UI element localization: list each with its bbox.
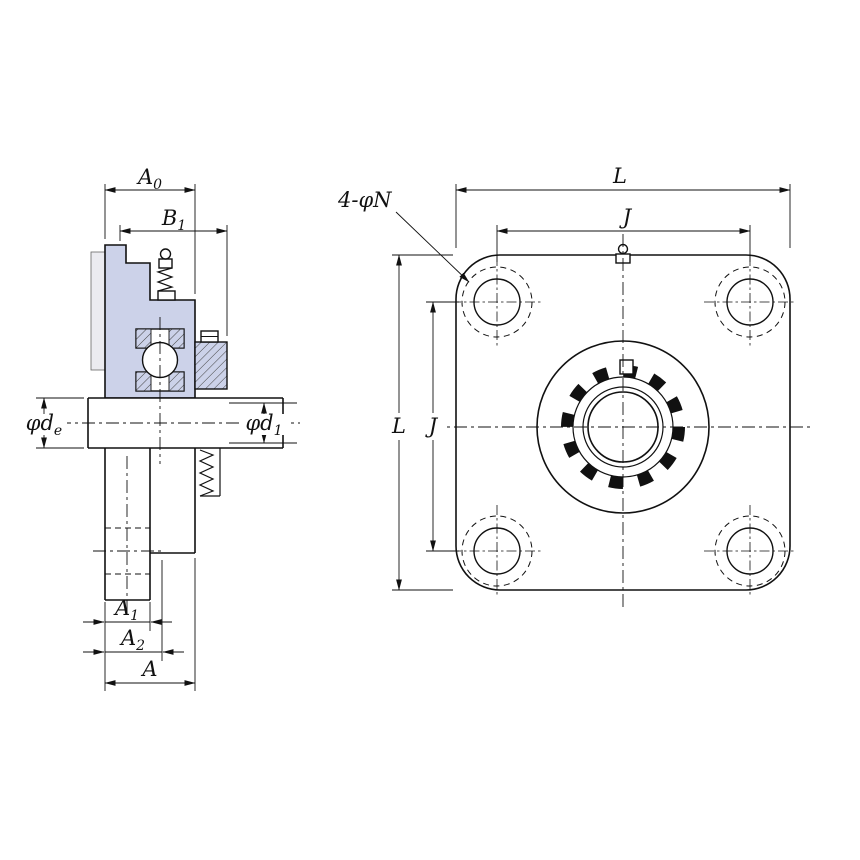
dim-label-j-top: J — [619, 205, 633, 229]
dim-label-a1: A1 — [113, 596, 139, 624]
collar-knurl — [198, 448, 221, 497]
bolt-hole — [451, 505, 543, 597]
bolt-note-leader — [395, 211, 470, 283]
dim-label-de: φde — [26, 411, 62, 439]
bolt-note-label: 4-φN — [337, 188, 392, 212]
dim-label-l-top: L — [612, 164, 627, 188]
side-section-view: A0 B1 φde φd1 A1 — [21, 165, 300, 691]
dim-label-j-side: J — [425, 414, 439, 438]
bolt-hole — [704, 505, 796, 597]
set-screw-front — [619, 359, 634, 375]
dim-label-d1: φd1 — [245, 411, 282, 439]
locking-collar — [194, 330, 228, 390]
bolt-holes — [451, 256, 796, 597]
dim-label-a2: A2 — [119, 626, 145, 654]
dim-label-a: A — [140, 657, 157, 681]
dim-label-a0: A0 — [136, 165, 162, 193]
grease-nipple-side — [156, 248, 176, 301]
front-view: L J L J 4-φN — [337, 164, 813, 611]
dim-label-l-side: L — [391, 414, 406, 438]
flange-back-edge — [90, 251, 106, 371]
lower-flange — [93, 448, 196, 614]
side-dimensions: A0 B1 φde φd1 A1 — [21, 165, 297, 691]
bolt-hole — [451, 256, 543, 348]
bolt-hole — [704, 256, 796, 348]
dim-label-b1: B1 — [161, 206, 186, 234]
front-dimensions: L J L J 4-φN — [337, 164, 791, 591]
